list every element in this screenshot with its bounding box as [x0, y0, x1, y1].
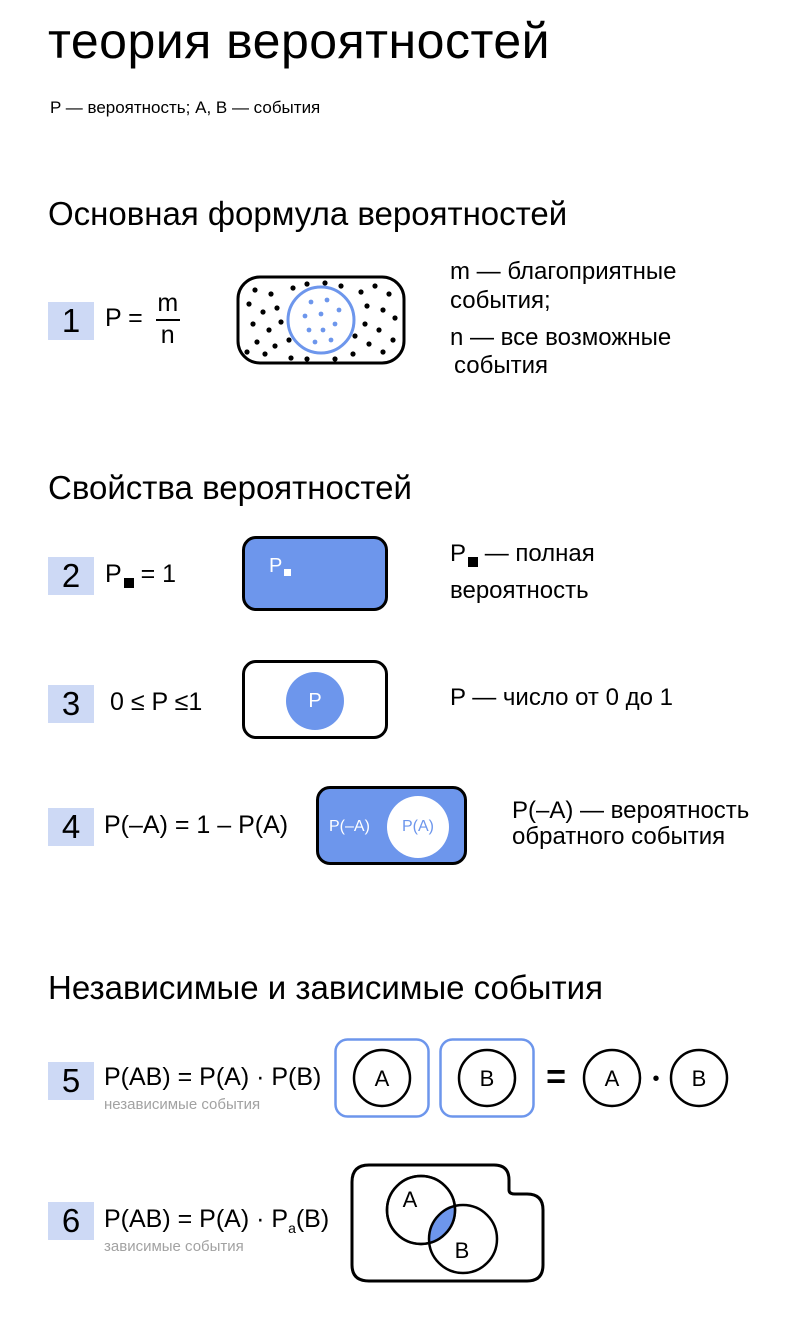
- desc-2: P — полная вероятность: [450, 540, 595, 606]
- fraction-numerator: m: [157, 289, 179, 317]
- formula-5: P(AB) = P(A) · P(B): [104, 1063, 322, 1091]
- complement-box: P(–A) P(A): [316, 786, 467, 865]
- full-probability-box: P: [242, 536, 388, 611]
- formula-2: P = 1: [105, 560, 177, 589]
- sample-space-diagram: [236, 275, 406, 365]
- event-b-label: B: [480, 1066, 495, 1091]
- formula-1: P = m n: [105, 289, 180, 349]
- fraction-denominator: n: [160, 320, 175, 349]
- section-heading-properties: Свойства вероятностей: [48, 469, 412, 506]
- dependent-b-label: B: [455, 1238, 470, 1263]
- item-number-3: 3: [48, 685, 94, 723]
- section-heading-basic-formula: Основная формула вероятностей: [48, 195, 568, 232]
- note-independent: независимые события: [104, 1096, 261, 1113]
- full-probability-p: P: [269, 555, 283, 577]
- item-number-2: 2: [48, 557, 94, 595]
- fraction-bar: [155, 318, 180, 321]
- product-b-label: B: [692, 1066, 707, 1091]
- desc-1-line-2: события;: [450, 286, 551, 314]
- omega-square-icon: [468, 557, 479, 567]
- desc-4-line-2: обратного события: [512, 823, 726, 851]
- full-probability-label: P: [269, 555, 292, 578]
- multiply-dot: •: [652, 1068, 659, 1090]
- formula-6-main: P(AB) = P(A) · P: [104, 1205, 289, 1233]
- page-title: теория вероятностей: [48, 13, 551, 69]
- desc-1-line-3: n — все возможные: [450, 323, 672, 351]
- omega-square-icon: [284, 569, 292, 576]
- desc-2-p: P: [450, 540, 467, 567]
- formula-1-prefix: P =: [105, 304, 143, 333]
- desc-3: P — число от 0 до 1: [450, 684, 673, 711]
- event-a-label: A: [375, 1066, 390, 1091]
- fraction: m n: [155, 289, 180, 349]
- desc-2-line-2: вероятность: [450, 576, 589, 604]
- formula-2-p: P: [105, 560, 122, 588]
- product-a-circle: [582, 1048, 642, 1108]
- legend-text: P — вероятность; A, B — события: [50, 98, 321, 117]
- desc-2-line-1: P — полная: [450, 540, 595, 569]
- formula-6-subscript: a: [288, 1220, 296, 1236]
- omega-square-icon: [123, 578, 134, 588]
- favorable-events-circle: [286, 285, 356, 355]
- item-number-4: 4: [48, 808, 94, 846]
- desc-1-line-4: события: [454, 352, 549, 380]
- product-a-label: A: [605, 1066, 620, 1091]
- note-dependent: зависимые события: [104, 1238, 244, 1255]
- dependent-a-label: A: [403, 1187, 418, 1212]
- dependent-a-outline: [385, 1174, 457, 1246]
- intersection-region: [429, 1205, 455, 1244]
- event-b-circle: [457, 1048, 517, 1108]
- formula-2-rest: = 1: [140, 560, 177, 588]
- dependent-b-circle: [427, 1203, 499, 1275]
- desc-4-line-1: P(–A) — вероятность: [512, 797, 750, 824]
- dependent-events-diagram: A B: [350, 1163, 545, 1283]
- item-number-6: 6: [48, 1202, 94, 1240]
- formula-6-tail: (B): [295, 1205, 330, 1233]
- desc-1-line-1: m — благоприятные: [450, 258, 677, 285]
- equals-sign: =: [546, 1058, 566, 1096]
- item-number-5: 5: [48, 1062, 94, 1100]
- all-outcomes-dots: [244, 280, 398, 362]
- desc-2-text: — полная: [484, 540, 595, 567]
- item-number-1: 1: [48, 302, 94, 340]
- event-a-circle: [352, 1048, 412, 1108]
- desc-1: m — благоприятные события; n — все возмо…: [450, 258, 677, 381]
- complement-label: P(–A): [329, 818, 370, 835]
- independent-events-diagram: A B = A • B: [334, 1038, 729, 1118]
- formula-6: P(AB) = P(A) · Pa(B): [104, 1205, 330, 1236]
- formula-4: P(–A) = 1 – P(A): [104, 811, 289, 839]
- formula-3: 0 ≤ P ≤1: [110, 688, 203, 716]
- favorable-outcomes-dots: [302, 297, 342, 345]
- desc-4: P(–A) — вероятность обратного события: [512, 797, 750, 851]
- product-b-circle: [669, 1048, 729, 1108]
- probability-range-box: P: [242, 660, 388, 739]
- section-heading-events: Независимые и зависимые события: [48, 969, 603, 1006]
- event-a-circle: P(A): [387, 796, 449, 858]
- probability-circle: P: [286, 672, 344, 730]
